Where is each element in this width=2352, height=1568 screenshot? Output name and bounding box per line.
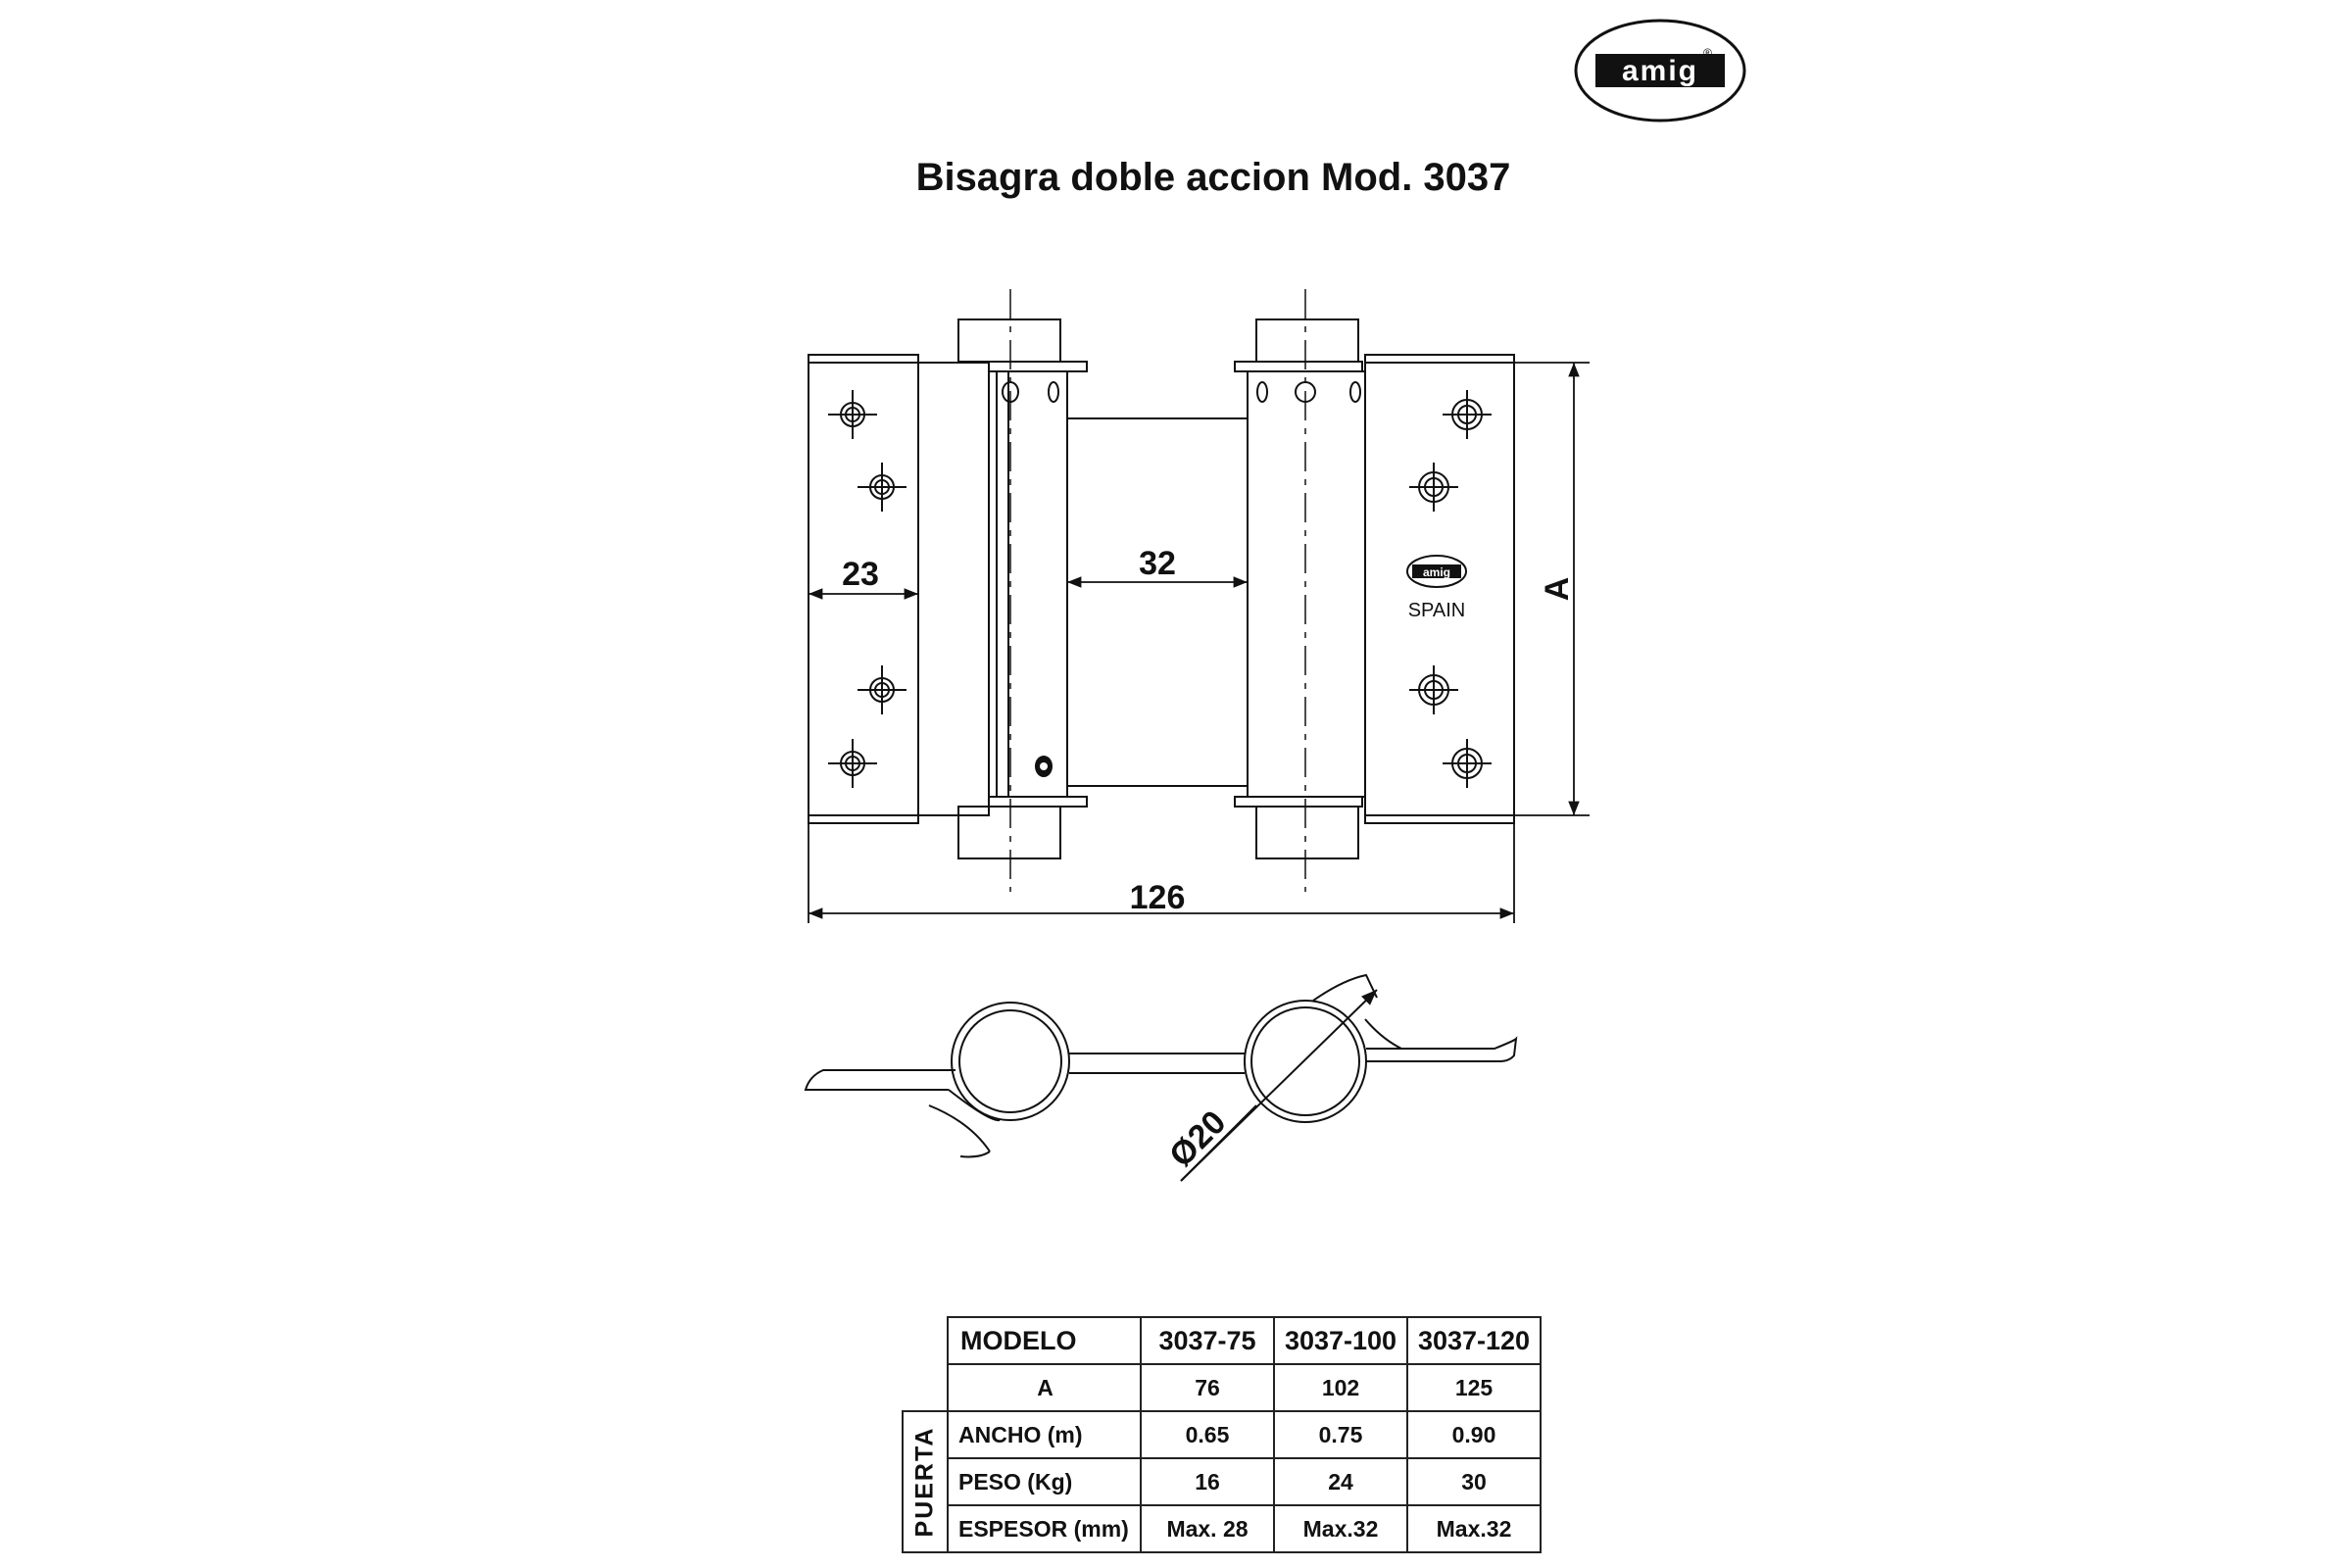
table-cell: 0.75 bbox=[1273, 1410, 1408, 1459]
spec-table: MODELO 3037-75 3037-100 3037-120 A 76 10… bbox=[902, 1316, 1542, 1553]
stamp-logo-text: amig bbox=[1423, 565, 1450, 579]
right-barrel-bottom-cap bbox=[1255, 806, 1359, 859]
table-cell: Max.32 bbox=[1406, 1504, 1542, 1553]
table-cell: Max. 28 bbox=[1140, 1504, 1275, 1553]
dim-gap: 32 bbox=[1139, 545, 1176, 582]
group-label: PUERTA bbox=[910, 1426, 939, 1538]
stamp-logo: amig bbox=[1406, 555, 1467, 588]
table-cell: 102 bbox=[1273, 1363, 1408, 1412]
screw-hole-icon bbox=[1409, 665, 1458, 714]
table-header-cell: MODELO bbox=[947, 1316, 1142, 1365]
screw-hole-icon bbox=[1443, 739, 1492, 788]
dim-overall-width: 126 bbox=[1130, 879, 1186, 916]
table-cell: Max.32 bbox=[1273, 1504, 1408, 1553]
svg-text:®: ® bbox=[1703, 46, 1712, 60]
table-row: A 76 102 125 bbox=[903, 1363, 1542, 1412]
row-label: ESPESOR (mm) bbox=[947, 1504, 1142, 1553]
left-barrel-top-cap bbox=[957, 318, 1061, 363]
screw-hole-icon bbox=[828, 739, 877, 788]
screw-holes bbox=[828, 390, 1492, 788]
right-barrel-top-cap bbox=[1255, 318, 1359, 363]
centerlines bbox=[1009, 289, 1306, 892]
left-barrel-bottom-cap bbox=[957, 806, 1061, 859]
table-cell: 76 bbox=[1140, 1363, 1275, 1412]
right-barrel bbox=[1247, 370, 1366, 798]
dimension-lines bbox=[808, 362, 1590, 923]
table-cell: 0.65 bbox=[1140, 1410, 1275, 1459]
row-label: PESO (Kg) bbox=[947, 1457, 1142, 1506]
left-knuckle bbox=[917, 362, 990, 816]
table-header-cell: 3037-120 bbox=[1406, 1316, 1542, 1365]
screw-hole-icon bbox=[858, 463, 906, 512]
table-header-cell: 3037-100 bbox=[1273, 1316, 1408, 1365]
table-row: ESPESOR (mm) Max. 28 Max.32 Max.32 bbox=[903, 1504, 1542, 1553]
table-row: PUERTA ANCHO (m) 0.65 0.75 0.90 bbox=[902, 1410, 1542, 1553]
table-header-row: MODELO 3037-75 3037-100 3037-120 bbox=[903, 1316, 1542, 1365]
dim-height: A bbox=[1539, 577, 1576, 602]
table-cell: 16 bbox=[1140, 1457, 1275, 1506]
screw-hole-icon bbox=[1409, 463, 1458, 512]
dim-barrel-diameter: Ø20 bbox=[1162, 1103, 1233, 1174]
row-label: ANCHO (m) bbox=[947, 1410, 1142, 1459]
table-cell: 24 bbox=[1273, 1457, 1408, 1506]
table-row: PESO (Kg) 16 24 30 bbox=[903, 1457, 1542, 1506]
table-cell: 0.90 bbox=[1406, 1410, 1542, 1459]
stamp-country: SPAIN bbox=[1408, 600, 1466, 621]
table-header-cell: 3037-75 bbox=[1140, 1316, 1275, 1365]
screw-hole-icon bbox=[1443, 390, 1492, 439]
screw-hole-icon bbox=[858, 665, 906, 714]
table-cell: 125 bbox=[1406, 1363, 1542, 1412]
left-barrel-section bbox=[951, 1002, 1070, 1121]
dim-leaf-width: 23 bbox=[842, 556, 879, 593]
brand-logo: amig ® bbox=[1574, 19, 1746, 122]
left-barrel bbox=[996, 370, 1068, 798]
row-label: A bbox=[947, 1363, 1142, 1412]
table-cell: 30 bbox=[1406, 1457, 1542, 1506]
group-label-cell: PUERTA bbox=[902, 1410, 949, 1553]
right-leaf bbox=[1364, 362, 1515, 816]
brand-logo-text: amig bbox=[1622, 55, 1698, 87]
front-view bbox=[808, 318, 1515, 859]
page-title: Bisagra doble accion Mod. 3037 bbox=[916, 156, 1511, 199]
top-view bbox=[804, 973, 1518, 1182]
screw-hole-icon bbox=[828, 390, 877, 439]
